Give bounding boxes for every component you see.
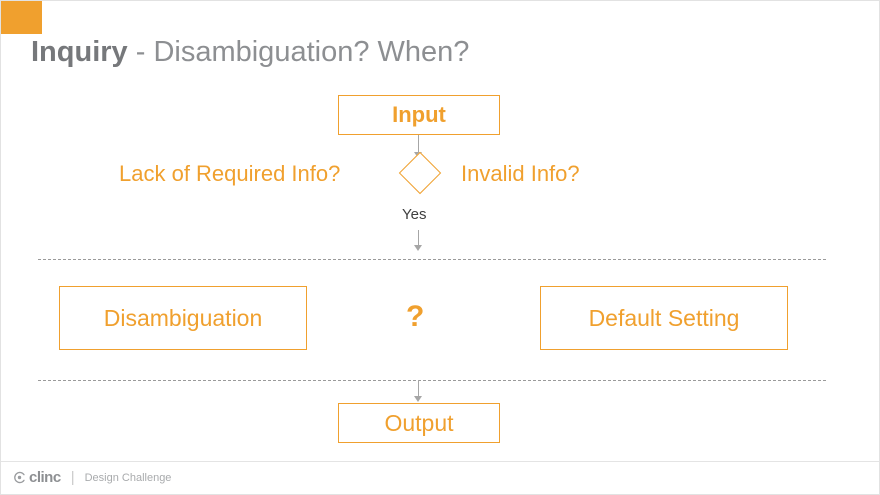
footer-divider [0,461,880,462]
page-title: Inquiry - Disambiguation? When? [31,36,469,69]
label-yes: Yes [402,206,427,223]
node-disambiguation[interactable]: Disambiguation [59,286,307,350]
node-default-setting[interactable]: Default Setting [540,286,788,350]
connector-decision-to-middle [418,230,419,248]
dashed-divider-bottom [38,380,826,381]
arrowhead-decision-to-middle [414,245,422,251]
clinc-logo-icon [13,471,26,484]
page-title-strong: Inquiry [31,36,128,68]
footer: clinc | Design Challenge [13,469,171,486]
corner-accent-block [0,0,42,34]
connector-input-to-decision [418,135,419,155]
dashed-divider-top [38,259,826,260]
arrowhead-middle-to-output [414,396,422,402]
footer-separator: | [70,469,75,486]
decision-diamond[interactable] [398,151,442,195]
label-invalid-info: Invalid Info? [461,161,580,186]
brand-logo: clinc [13,469,61,486]
node-input[interactable]: Input [338,95,500,135]
footer-text: Design Challenge [84,471,172,484]
page-title-rest: - Disambiguation? When? [127,36,470,68]
label-lack-of-required-info: Lack of Required Info? [119,161,341,186]
question-mark-label: ? [406,300,425,333]
connector-middle-to-output [418,380,419,400]
brand-wordmark: clinc [29,469,61,486]
node-output[interactable]: Output [338,403,500,443]
